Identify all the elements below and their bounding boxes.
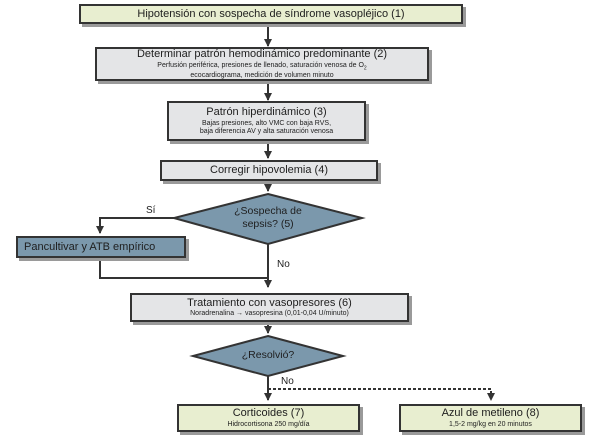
node-patron-hiperdinamico: Patrón hiperdinámico (3) Bajas presiones… [167,101,366,141]
edge-n5-n6 [99,257,268,279]
decision-sepsis-diamond [170,192,366,246]
edge-d2-no-dashed [268,388,495,401]
node-patron-hemodinamico-title: Determinar patrón hemodinámico predomina… [136,48,388,61]
node-corticoides-detail: Hidrocortisona 250 mg/día [227,420,310,428]
detail-subscript: 2 [363,65,367,72]
node-azul-metileno: Azul de metileno (8) 1,5-2 mg/kg en 20 m… [399,404,582,432]
node-pancultivar: Pancultivar y ATB empírico [16,236,186,258]
decision-sepsis-line-1: ¿Sospecha de [234,205,302,217]
detail-line-1: Bajas presiones, alto VMC con baja RVS, [201,119,332,127]
node-azul-metileno-title: Azul de metileno (8) [441,407,540,420]
edge-label-si: Sí [146,205,156,216]
edge-label-no-2: No [281,376,294,387]
detail-line-1: Perfusión periférica, presiones de llena… [157,61,364,69]
node-hipotension-title: Hipotensión con sospecha de síndrome vas… [137,7,405,20]
node-patron-hemodinamico-detail: Perfusión periférica, presiones de llena… [153,62,370,80]
node-vasopresores-detail: Noradrenalina → vasopresina (0,01-0,04 U… [190,310,349,318]
detail-line-2: ecocardiograma, medición de volumen minu… [190,71,334,79]
decision-resolvio-text: ¿Resolvió? [241,349,295,361]
edge-label-no: No [277,259,290,270]
node-pancultivar-title: Pancultivar y ATB empírico [24,240,156,253]
node-corticoides: Corticoides (7) Hidrocortisona 250 mg/dí… [177,404,360,432]
node-patron-hiperdinamico-title: Patrón hiperdinámico (3) [206,106,327,119]
node-patron-hemodinamico: Determinar patrón hemodinámico predomina… [95,47,429,81]
node-patron-hiperdinamico-detail: Bajas presiones, alto VMC con baja RVS, … [196,120,337,136]
node-vasopresores-title: Tratamiento con vasopresores (6) [187,296,352,309]
decision-resolvio-diamond [189,334,347,378]
node-corticoides-title: Corticoides (7) [232,407,305,420]
edge-d1-yes [96,217,174,234]
decision-resolvio-label: ¿Resolvió? [218,349,318,362]
decision-sepsis-line-2: sepsis? (5) [242,217,294,230]
node-vasopresores: Tratamiento con vasopresores (6) Noradre… [130,293,409,322]
node-corregir-hipovolemia: Corregir hipovolemia (4) [160,160,378,181]
detail-line-2: baja diferencia AV y alta saturación ven… [199,127,334,135]
node-hipotension: Hipotensión con sospecha de síndrome vas… [79,4,463,24]
node-corregir-hipovolemia-title: Corregir hipovolemia (4) [210,164,328,177]
node-azul-metileno-detail: 1,5-2 mg/kg en 20 minutos [449,420,532,428]
decision-sepsis-label: ¿Sospecha de sepsis? (5) [218,205,318,230]
